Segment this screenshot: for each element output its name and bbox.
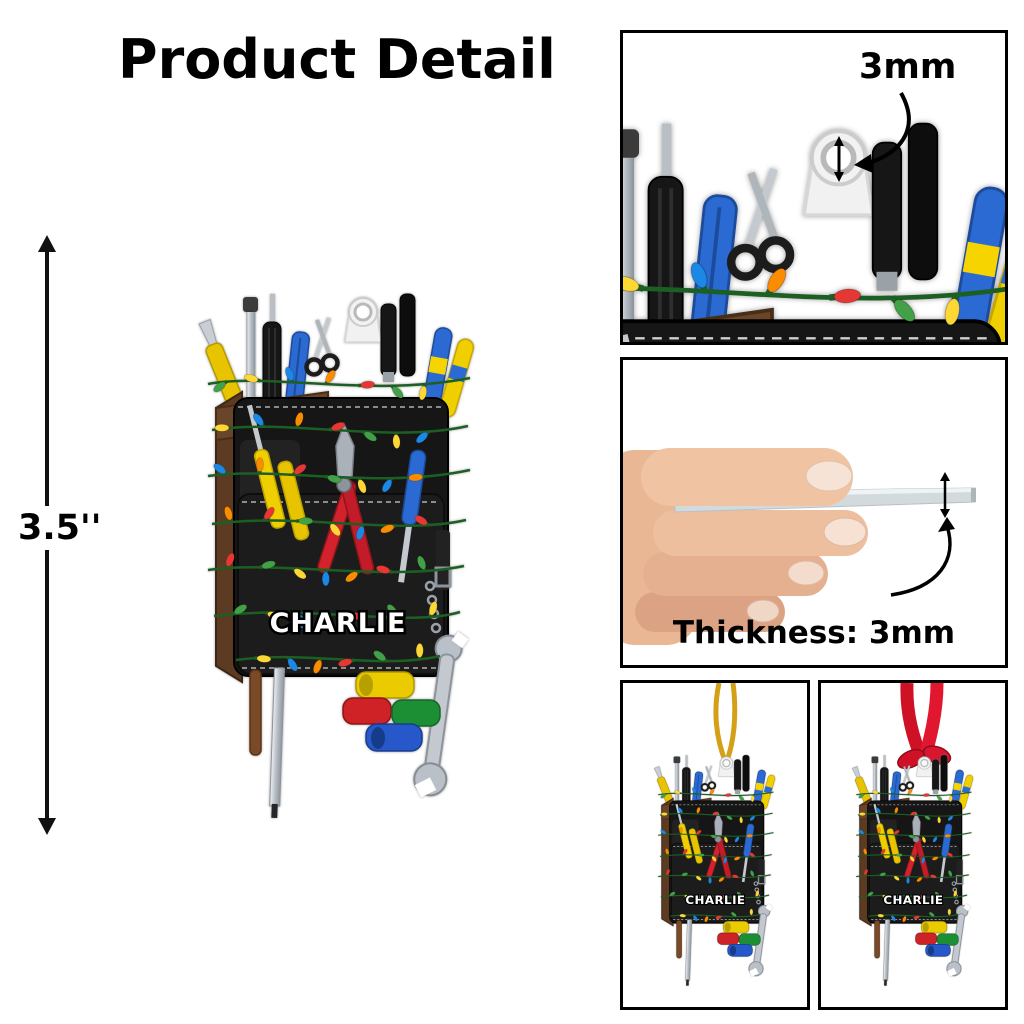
light-bulb (244, 374, 261, 383)
light-bulb (286, 655, 298, 672)
light-bulb (328, 421, 346, 432)
height-arrow-up-icon (38, 235, 56, 252)
light-bulb (373, 650, 389, 663)
light-bulb (320, 612, 334, 628)
thickness-detail-box: Thickness: 3mm (620, 357, 1008, 668)
height-label: 3.5'' (14, 506, 106, 550)
light-bulb (390, 384, 404, 399)
red-ribbon-panel (818, 680, 1008, 1010)
light-bulb (262, 507, 275, 522)
thickness-label: Thickness: 3mm (672, 615, 956, 651)
bottom-tools (249, 580, 469, 819)
light-bulb (291, 566, 307, 580)
light-bulb (252, 413, 266, 429)
hole-pointer-arrow-icon (854, 92, 911, 173)
light-bulb (313, 657, 323, 674)
gold-ribbon (713, 683, 738, 764)
light-bulb (295, 412, 304, 429)
height-arrow-down-icon (38, 818, 56, 835)
light-bulb (213, 463, 229, 476)
main-product-image: CHARLIE (178, 280, 498, 820)
light-bulb (323, 369, 336, 386)
light-bulb (338, 658, 355, 667)
light-bulb (428, 601, 438, 618)
light-bulb (418, 383, 427, 401)
ornament-with-red-ribbon (821, 683, 1005, 1007)
hand-holding-acrylic-photo (623, 448, 976, 645)
light-bulb (392, 431, 401, 449)
light-bulb (285, 366, 295, 384)
light-bulb (376, 565, 393, 574)
light-bulb (214, 423, 232, 432)
light-bulb (296, 517, 314, 525)
light-bulb (345, 569, 361, 583)
light-bulb (264, 610, 282, 621)
light-bulb (386, 604, 400, 620)
thickness-measure-arrow-icon (940, 472, 950, 518)
thickness-pointer-arrow-icon (890, 517, 955, 597)
light-bulb (224, 506, 233, 523)
page-title: Product Detail (118, 28, 556, 91)
scissors (304, 317, 340, 377)
light-bulb (415, 430, 431, 444)
light-bulb (324, 474, 342, 484)
hanging-hole (344, 297, 382, 343)
gold-ribbon-panel (620, 680, 810, 1010)
light-bulb (231, 604, 248, 616)
light-bulb (256, 457, 264, 474)
light-bulb (361, 429, 377, 442)
light-bulb (258, 560, 276, 570)
hand (623, 450, 868, 645)
light-bulb (358, 380, 375, 389)
light-bulb (408, 473, 426, 482)
hole-detail-box: 3mm (620, 30, 1008, 345)
thumb (641, 448, 853, 506)
ornament-with-gold-ribbon (623, 683, 807, 1007)
long-screwdriver (269, 667, 286, 819)
light-bulb (415, 643, 424, 660)
name-label: CHARLIE (270, 608, 407, 639)
tape-rolls (342, 671, 441, 752)
light-bulb (380, 523, 397, 534)
light-bulb (414, 515, 431, 527)
light-bulb (417, 555, 427, 573)
light-bulb (321, 569, 330, 587)
hole-size-label: 3mm (859, 47, 957, 87)
christmas-lights (207, 366, 471, 674)
light-bulb (254, 654, 272, 663)
zoomed-ornament-top (623, 92, 1005, 342)
light-bulb (213, 379, 229, 393)
light-bulb (328, 521, 341, 537)
tool-bag-ornament: CHARLIE (198, 293, 475, 819)
top-tools (198, 293, 475, 418)
hole-measure-arrow-icon (834, 136, 844, 182)
light-bulb (291, 463, 307, 477)
light-bulb (356, 523, 365, 541)
light-bulb (357, 476, 367, 494)
light-bulb (348, 612, 366, 621)
light-bulb (225, 552, 235, 570)
light-bulb (297, 611, 306, 629)
light-bulb (381, 476, 394, 493)
